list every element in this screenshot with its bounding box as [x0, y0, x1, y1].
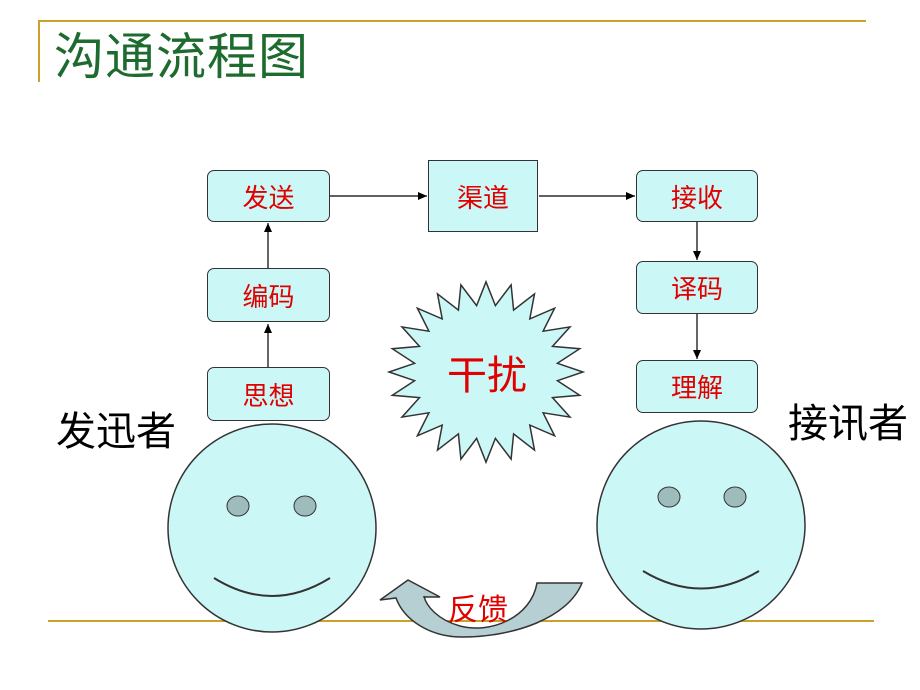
noise-label: 干扰	[447, 353, 527, 399]
receiver-left-eye	[657, 486, 681, 508]
feedback-label: 反馈	[448, 593, 508, 628]
node-channel: 渠道	[428, 160, 538, 232]
top-rule	[38, 20, 866, 22]
node-encode: 编码	[207, 268, 330, 322]
node-receive: 接收	[636, 170, 758, 222]
left-rule	[38, 20, 40, 82]
slide-title: 沟通流程图	[54, 28, 309, 86]
node-channel-label: 渠道	[456, 183, 509, 214]
feedback-arrow	[379, 579, 584, 638]
noise-starburst	[386, 279, 586, 465]
sender-label: 发迅者	[56, 409, 176, 455]
node-understand-label: 理解	[670, 374, 723, 404]
receiver-smile	[642, 570, 760, 590]
node-idea: 思想	[207, 367, 330, 421]
bottom-rule	[48, 620, 874, 622]
node-send: 发送	[207, 170, 330, 222]
receiver-face	[596, 420, 806, 630]
node-encode-label: 编码	[242, 282, 295, 313]
node-idea-label: 思想	[242, 381, 295, 412]
receiver-label: 接讯者	[788, 401, 908, 447]
node-receive-label: 接收	[670, 183, 723, 214]
sender-smile	[213, 577, 331, 597]
sender-left-eye	[226, 495, 250, 517]
node-understand: 理解	[636, 360, 758, 413]
sender-right-eye	[293, 495, 317, 517]
node-decode: 译码	[636, 261, 758, 314]
sender-face	[167, 423, 377, 633]
node-send-label: 发送	[242, 183, 295, 214]
receiver-right-eye	[723, 486, 747, 508]
node-decode-label: 译码	[670, 275, 723, 305]
